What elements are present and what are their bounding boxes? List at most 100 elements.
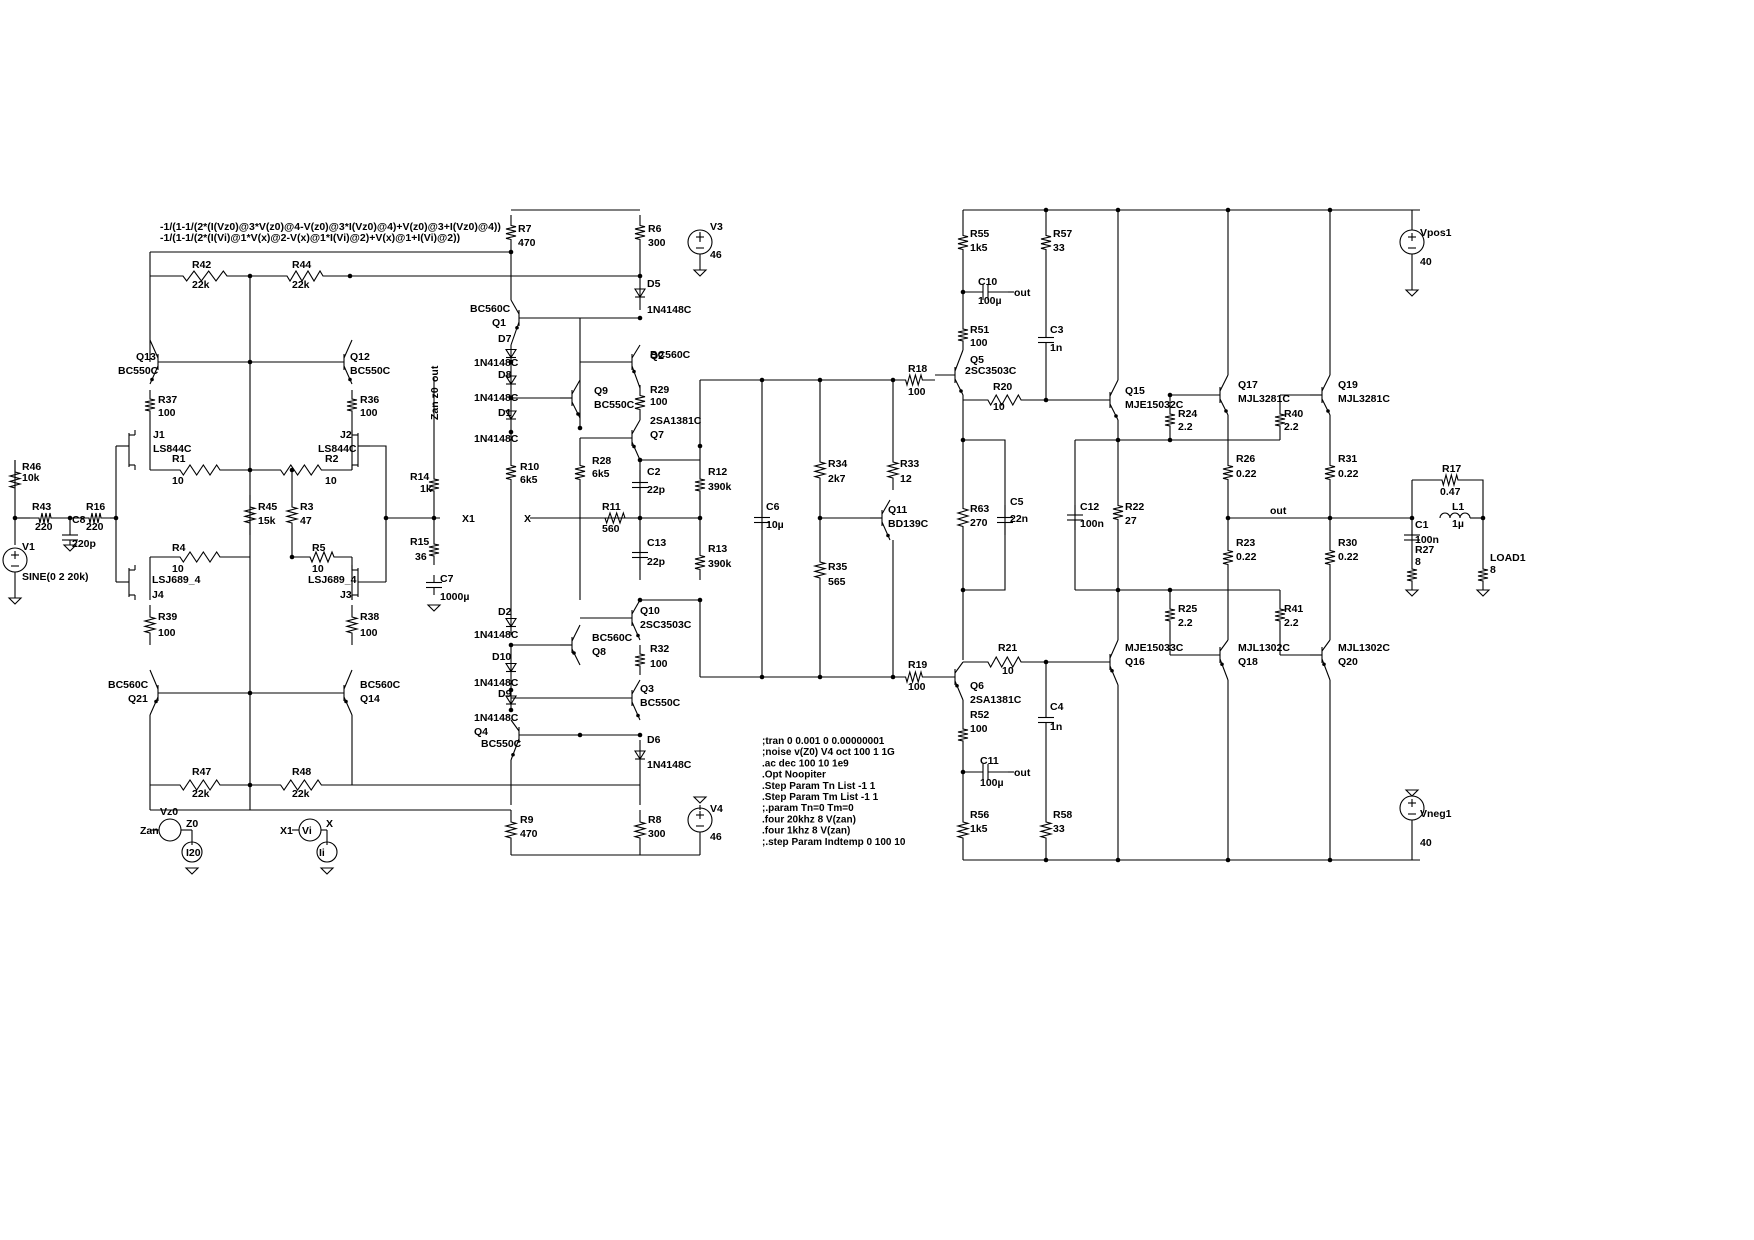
j1-name: J1 [153,429,165,441]
iz0-name: I20 [186,847,201,859]
junction [1115,207,1121,213]
resistor-body [812,550,828,590]
r44-resistor [260,269,350,283]
net-label-x1_left: X1 [280,825,293,837]
q15-name: Q15 [1125,385,1145,397]
r47-value: 22k [192,788,210,800]
wire [1470,479,1484,518]
c4-value: 1n [1050,721,1062,733]
resistor-body [1038,810,1054,850]
l1-value: 1µ [1452,518,1464,530]
v3-value: 46 [710,249,722,261]
r39-value: 100 [158,627,176,639]
r24-value: 2.2 [1178,421,1193,433]
junction [637,732,643,738]
c1-value: 100n [1415,534,1439,546]
r10-value: 6k5 [520,474,538,486]
d5-value: 1N4148C [647,304,692,316]
r20-resistor [963,393,1046,407]
r3-value: 47 [300,515,312,527]
r22-resistor [1112,495,1124,530]
resistor-body [346,390,358,420]
r46-name: R46 [22,461,41,473]
junction [12,515,18,521]
r56-name: R56 [970,809,989,821]
r21-name: R21 [998,642,1017,654]
spice-directive: .ac dec 100 10 1e9 [762,758,849,769]
vpos1-voltage-source [1399,229,1425,255]
source-body [687,807,713,833]
j1-value: LS844C [153,443,192,455]
q5-transistor [935,349,964,396]
ground-symbol [1404,589,1420,597]
junction [1327,857,1333,863]
r33-value: 12 [900,473,912,485]
net-label-x_mid: X [524,513,531,525]
c2-capacitor [632,470,648,500]
r48-value: 22k [292,788,310,800]
r34-value: 2k7 [828,473,846,485]
r28-resistor [574,455,586,490]
q10-value: 2SC3503C [640,619,692,631]
d1-value: 1N4148C [474,433,519,445]
r58-value: 33 [1053,823,1065,835]
r44-name: R44 [292,259,311,271]
c3-value: 1n [1050,342,1062,354]
resistor-body [428,470,440,500]
r25-value: 2.2 [1178,617,1193,629]
resistor-body [957,225,969,260]
ground-symbol [62,544,78,552]
r7-name: R7 [518,223,532,235]
r55-name: R55 [970,228,989,240]
ii-source-body [316,841,338,863]
r38-name: R38 [360,611,379,623]
q9-transistor [560,379,581,419]
r15-value: 36 [415,551,427,563]
r27-name: R27 [1415,544,1434,556]
l1-name: L1 [1452,501,1464,513]
j4-name: J4 [152,589,164,601]
wiring [12,207,1486,863]
q11-value: BD139C [888,518,929,530]
d8-name: D8 [498,369,512,381]
r31-resistor [1324,455,1336,490]
vneg1-value: 40 [1420,837,1432,849]
vi-probe [298,818,338,863]
r63-value: 270 [970,517,988,529]
r4-name: R4 [172,542,186,554]
r25-name: R25 [1178,603,1197,615]
r43-value: 220 [35,521,53,533]
r5-name: R5 [312,542,326,554]
j4-value: LSJ689_4 [152,574,201,586]
r19-value: 100 [908,681,926,693]
spice-directive: .Opt Noopiter [762,770,826,781]
q8-value: BC560C [592,632,633,644]
r47-resistor [150,779,250,791]
d8-diode [505,362,517,398]
c10-value: 100µ [978,295,1002,307]
r34-resistor [812,450,828,490]
r25-resistor [1164,600,1176,630]
spice-directive: ;tran 0 0.001 0 0.00000001 [762,736,885,747]
r41-name: R41 [1284,603,1303,615]
resistor-body [1324,540,1336,575]
c12-name: C12 [1080,501,1099,513]
r9-value: 470 [520,828,538,840]
r26-name: R26 [1236,453,1255,465]
r22-value: 27 [1125,515,1137,527]
d1-name: D1 [498,407,512,419]
r37-value: 100 [158,407,176,419]
r33-name: R33 [900,458,919,470]
r14-name: R14 [410,471,429,483]
c13-value: 22p [647,556,665,568]
r32-value: 100 [650,658,668,670]
q7-transistor [580,419,641,461]
ground-symbol [692,796,708,804]
c6-name: C6 [766,501,780,513]
resistor-body [1274,600,1286,630]
wire [963,439,1006,591]
diode-body [505,662,517,673]
r42-resistor [150,270,260,282]
c5-capacitor [997,505,1013,535]
